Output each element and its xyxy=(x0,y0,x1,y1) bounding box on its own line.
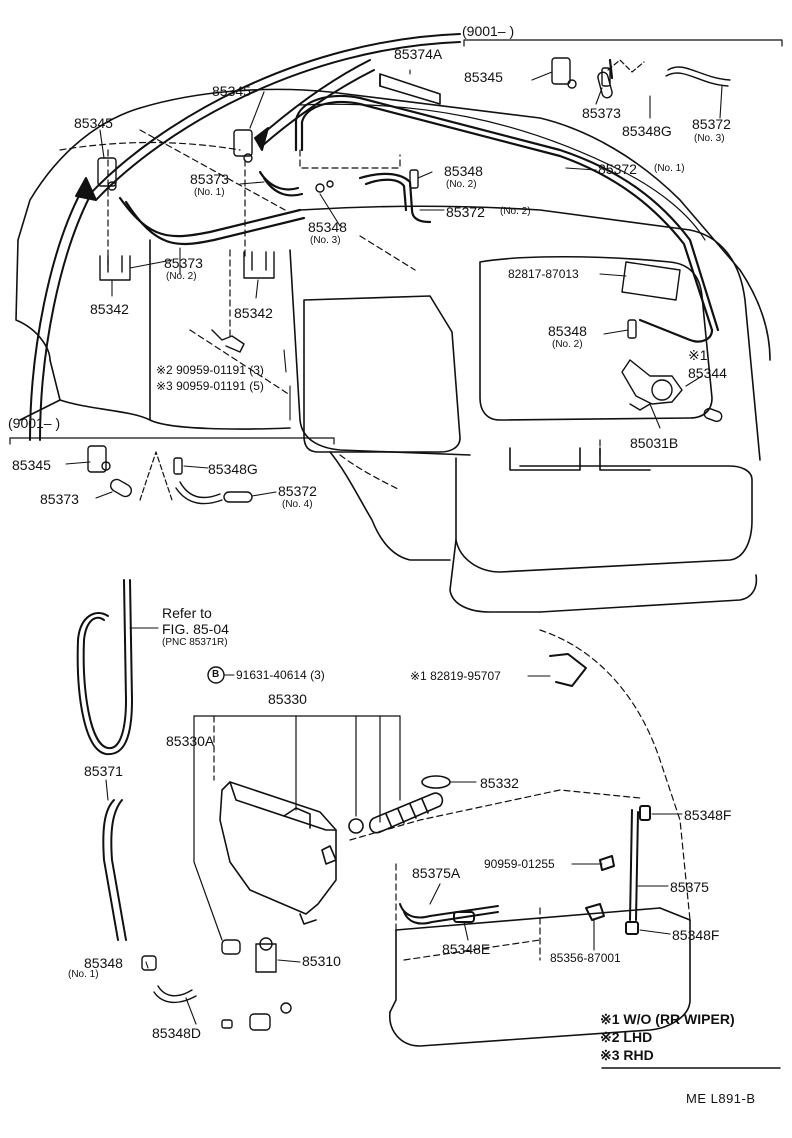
label-clip-lhd: ※2 90959-01191 (3) xyxy=(156,363,264,377)
indicator-arrows xyxy=(29,33,461,441)
washer-tank xyxy=(219,781,337,925)
hidden-lines xyxy=(59,129,601,491)
label-85310: 85310 xyxy=(302,953,341,969)
hose-85371R xyxy=(76,579,133,756)
label-refer-pnc: (PNC 85371R) xyxy=(162,637,228,648)
note-rhd: ※3 RHD xyxy=(600,1047,654,1063)
label-85348G-left-box: 85348G xyxy=(208,461,258,477)
label-85372-no2: 85372 xyxy=(446,204,485,220)
label-85348F-bottom: 85348F xyxy=(672,927,720,943)
label-85330: 85330 xyxy=(268,691,307,707)
label-refer-fig: FIG. 85-04 xyxy=(162,621,229,637)
label-85348F-top: 85348F xyxy=(684,807,732,823)
label-85373-no2-sub: (No. 2) xyxy=(166,271,197,282)
washer-hoses-upper xyxy=(118,58,720,343)
label-85348-no2-top-sub: (No. 2) xyxy=(446,179,477,190)
hose-85371 xyxy=(102,799,127,941)
tank-group-brackets xyxy=(193,715,401,941)
note-wo-rr-wiper: ※1 W/O (RR WIPER) xyxy=(600,1011,735,1027)
label-85375: 85375 xyxy=(670,879,709,895)
label-85330A: 85330A xyxy=(166,733,215,749)
label-85031B: 85031B xyxy=(630,435,679,451)
label-85373-no2: 85373 xyxy=(164,255,203,271)
label-82819-95707: ※1 82819-95707 xyxy=(410,669,501,683)
lower-rear-body xyxy=(389,907,691,1047)
label-range-left: (9001– ) xyxy=(8,415,61,431)
label-mark1-wiper: ※1 xyxy=(688,347,708,363)
label-85374A: 85374A xyxy=(394,46,443,62)
label-85348-no1: 85348 xyxy=(84,955,123,971)
label-85348-no2-mid: 85348 xyxy=(548,323,587,339)
note-lhd: ※2 LHD xyxy=(600,1029,653,1045)
label-85372-no1-sub: (No. 1) xyxy=(654,163,685,174)
label-85375A: 85375A xyxy=(412,865,461,881)
label-85348-no3-sub: (No. 3) xyxy=(310,235,341,246)
label-90959-01255: 90959-01255 xyxy=(484,857,555,871)
label-bolt-b: B xyxy=(212,669,220,680)
label-range-top: (9001– ) xyxy=(462,23,515,39)
label-clip-rhd: ※3 90959-01191 (5) xyxy=(156,379,264,393)
label-85345-left-box: 85345 xyxy=(12,457,51,473)
label-85373-no1-sub: (No. 1) xyxy=(194,187,225,198)
label-85348-no2-top: 85348 xyxy=(444,163,483,179)
figure-code: ME L891-B xyxy=(686,1091,756,1106)
label-85371: 85371 xyxy=(84,763,123,779)
leader-lines xyxy=(65,69,723,1025)
label-85372-no2-sub: (No. 2) xyxy=(500,206,531,217)
label-85332: 85332 xyxy=(480,775,519,791)
label-85356-87001: 85356-87001 xyxy=(550,951,621,965)
hidden-lines-lower xyxy=(213,629,691,961)
label-85342-left: 85342 xyxy=(90,301,129,317)
label-85348-no1-sub: (No. 1) xyxy=(68,969,99,980)
label-85372-right-box: 85372 xyxy=(692,116,731,132)
lower-left-parts xyxy=(141,937,292,1031)
label-85372-left-box: 85372 xyxy=(278,483,317,499)
label-85344: 85344 xyxy=(688,365,727,381)
label-85373-left-box: 85373 xyxy=(40,491,79,507)
hoses-lower xyxy=(399,653,651,935)
label-85348G-right-box: 85348G xyxy=(622,123,672,139)
label-85373-right-box: 85373 xyxy=(582,105,621,121)
label-82817-87013: 82817-87013 xyxy=(508,267,579,281)
label-85345-right-box: 85345 xyxy=(464,69,503,85)
label-85345-top: 85345 xyxy=(212,83,251,99)
label-85348-no3: 85348 xyxy=(308,219,347,235)
range-bracket-left xyxy=(9,437,335,445)
range-bracket-top xyxy=(463,39,783,47)
label-85348-no2-mid-sub: (No. 2) xyxy=(552,339,583,350)
label-85348D: 85348D xyxy=(152,1025,202,1041)
nozzle-parts xyxy=(87,57,731,505)
label-85372-no1: 85372 xyxy=(598,161,637,177)
label-85342-right: 85342 xyxy=(234,305,273,321)
label-refer-to: Refer to xyxy=(162,605,212,621)
label-no3-right-box: (No. 3) xyxy=(694,133,725,144)
notes-legend: ※1 W/O (RR WIPER) ※2 LHD ※3 RHD xyxy=(600,1010,780,1064)
label-no4-left-box: (No. 4) xyxy=(282,499,313,510)
label-85348E: 85348E xyxy=(442,941,491,957)
label-91631-40614: 91631-40614 (3) xyxy=(236,668,325,682)
vehicle-body-outline xyxy=(15,88,771,613)
label-85373-no1: 85373 xyxy=(190,171,229,187)
label-85345-left: 85345 xyxy=(74,115,113,131)
